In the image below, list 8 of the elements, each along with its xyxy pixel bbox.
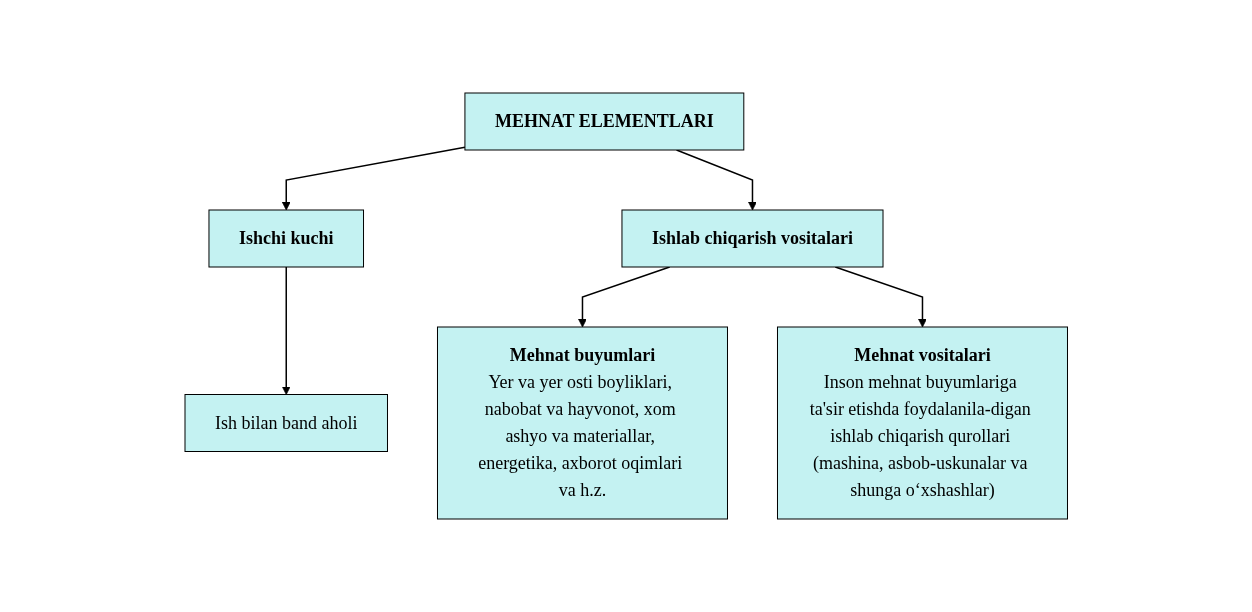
arrow (281, 146, 466, 211)
node-box: MEHNAT ELEMENTLARI (464, 92, 745, 151)
node-box: Mehnat vositalari Inson mehnat buyumlariga ta'sir etishda foydalanila-digan ishlab chiqarish qurollari (mashina, asbob-uskunalar va shunga o‘xshashlar) (776, 326, 1068, 520)
node-box: Mehnat buyumlari Yer va yer osti boyliklari, nabobat va hayvonot, xom ashyo va materiallar, energetika, axborot oqimlari va h.z. (436, 326, 728, 520)
node-box: Ishchi kuchi (208, 209, 364, 268)
node-box: Ish bilan band aholi (184, 394, 388, 452)
node-box: Ishlab chiqarish vositalari (621, 209, 884, 268)
arrow (281, 266, 291, 395)
